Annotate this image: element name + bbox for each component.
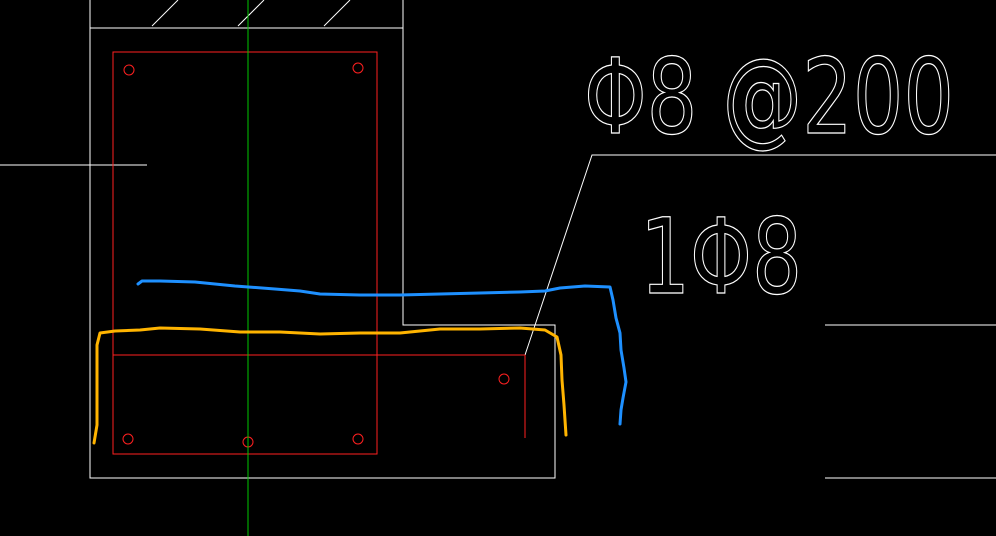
markup-stroke-orange xyxy=(92,326,568,445)
bar-spec-label: 1Φ8 xyxy=(640,196,802,318)
stirrup-spec-label: Φ8 @200 xyxy=(584,36,954,158)
leader-line xyxy=(524,154,996,356)
column-stirrup xyxy=(112,51,378,455)
concrete-outline xyxy=(0,0,996,479)
rebar-dot xyxy=(498,373,510,385)
markup-stroke-blue xyxy=(136,279,628,426)
rebar-dot xyxy=(352,62,364,74)
section-outline xyxy=(89,0,556,479)
rebar-dot xyxy=(122,433,134,445)
rebar-dot xyxy=(352,433,364,445)
rebar-dot xyxy=(123,64,135,76)
hatch-mark xyxy=(151,0,179,27)
rebar-cage xyxy=(112,51,526,455)
hatch-mark xyxy=(323,0,351,27)
hatch-mark xyxy=(237,0,265,27)
